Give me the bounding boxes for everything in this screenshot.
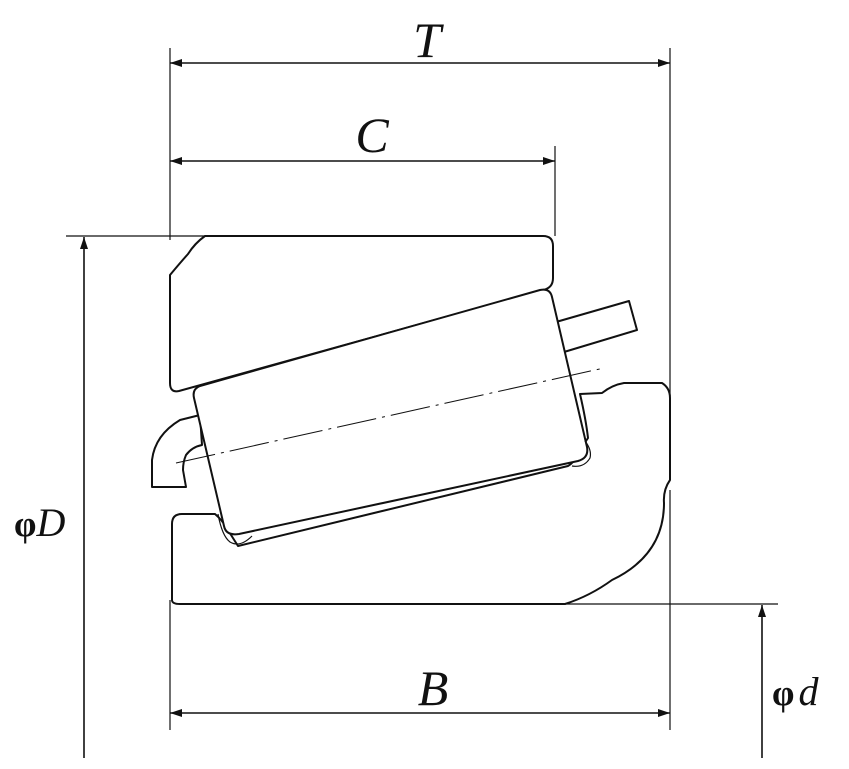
cone-small-rib [151,414,203,488]
label-outer-diameter-symbol: φ [14,504,36,544]
cage-end-small [217,513,253,545]
tapered-roller [192,288,589,536]
label-inner-diameter-letter: d [798,669,819,714]
label-outer-diameter-letter: D [35,500,65,545]
label-outer-diameter: φD [14,500,65,545]
label-B: B [418,660,449,716]
label-C: C [355,107,389,163]
label-inner-diameter-symbol: φ [772,673,794,713]
dimension-lines [80,59,766,758]
label-T: T [413,12,444,68]
roller-center-line [175,367,605,464]
roller-pin [555,300,638,353]
outer-ring-cup [169,235,554,393]
cage-end-large [571,440,592,467]
